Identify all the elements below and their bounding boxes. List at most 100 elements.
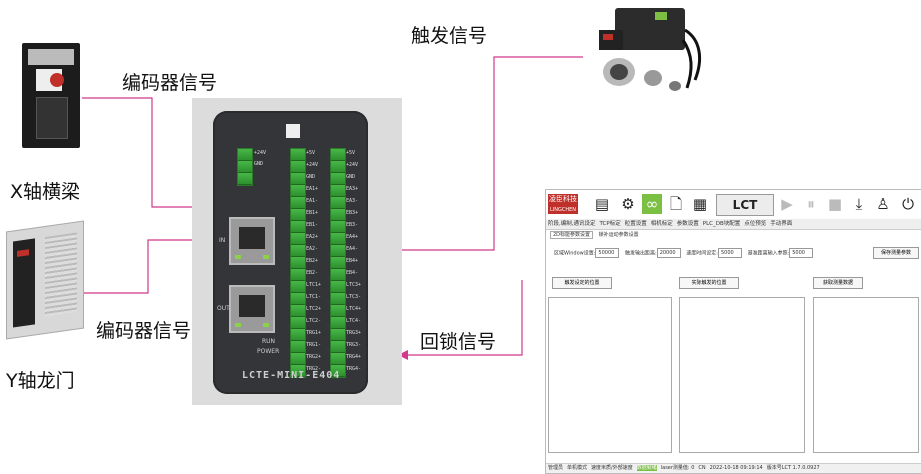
link-icon[interactable]: ∞ xyxy=(642,194,662,214)
device-icon[interactable]: ▦ xyxy=(692,195,708,213)
menu-item[interactable]: 点位预览 xyxy=(744,221,767,227)
power-terminal-block xyxy=(237,148,253,186)
pin-label: EB2+ xyxy=(306,258,319,264)
pin-label: EB1- xyxy=(306,222,319,228)
actual-trigger-position-button[interactable]: 实际触发的位置 xyxy=(679,277,739,289)
pin-label: +24V xyxy=(346,162,359,168)
label-encoder-signal-x: 编码器信号 xyxy=(122,72,218,94)
pin-label: EB4+ xyxy=(346,258,359,264)
terminal-pin xyxy=(331,353,345,365)
pin-label: +24V xyxy=(306,162,319,168)
pin-label: LTC1- xyxy=(306,294,322,300)
pin-label: LTC3- xyxy=(346,294,362,300)
file-icon[interactable]: ▤ xyxy=(594,195,610,213)
io-terminal-right xyxy=(330,148,346,378)
field-speed-time[interactable]: 5000 xyxy=(717,248,742,258)
pin-label: LTC3+ xyxy=(346,282,362,288)
pin-label: TRG1- xyxy=(306,342,322,348)
label-x-axis: X轴横梁 xyxy=(10,181,81,203)
status-item: 版本号LCT 1.7.0.0927 xyxy=(766,465,820,471)
terminal-pin xyxy=(291,305,305,317)
status-item: 管理员 xyxy=(548,465,564,471)
menu-item[interactable]: PLC_DB块配置 xyxy=(702,221,741,227)
laser-sensor-image xyxy=(599,8,702,91)
menu-item[interactable]: TCP标定 xyxy=(599,221,621,227)
terminal-pin xyxy=(291,269,305,281)
stop-icon[interactable]: ■ xyxy=(827,195,843,213)
power-icon[interactable]: ⏻ xyxy=(902,195,914,213)
latch-arrow-head xyxy=(398,350,408,360)
pin-label: EB1+ xyxy=(306,210,319,216)
collapse-icon[interactable]: ⤓ xyxy=(855,195,863,213)
label-latch-signal: 回锁信号 xyxy=(420,331,497,353)
terminal-pin xyxy=(331,365,345,377)
terminal-pin xyxy=(331,317,345,329)
wire-y-encoder xyxy=(84,239,213,294)
run-indicator-label: RUN xyxy=(262,338,276,345)
pin-label: +5V xyxy=(346,150,356,156)
field-window[interactable]: 50000 xyxy=(595,248,620,258)
pin-label: EA3+ xyxy=(346,186,359,192)
terminal-pin xyxy=(331,173,345,185)
menu-item[interactable]: 粒置设置 xyxy=(624,221,647,227)
pin-label: TRG1+ xyxy=(306,330,322,336)
pause-icon[interactable]: ⏸ xyxy=(807,195,815,213)
y-servo-drive-image xyxy=(6,220,84,340)
status-item: 单机模式 xyxy=(567,465,588,471)
ethernet-port-out[interactable] xyxy=(229,285,275,333)
terminal-pin xyxy=(331,161,345,173)
pin-label: EA2+ xyxy=(306,234,319,240)
pin-label: EB3+ xyxy=(346,210,359,216)
terminal-pin xyxy=(331,221,345,233)
brand-name-en: LINGCHEN xyxy=(549,207,577,213)
label-trigger-signal: 触发信号 xyxy=(411,25,488,47)
field-label-speed-time: 速度时间设定: xyxy=(686,250,718,257)
trigger-set-list[interactable] xyxy=(548,297,672,453)
power-pin-label-1: +24V xyxy=(254,150,267,156)
x-servo-drive-image xyxy=(22,43,80,148)
menu-item[interactable]: 阶段,编制,通讯设定 xyxy=(548,221,596,227)
label-y-axis: Y轴龙门 xyxy=(6,370,75,392)
menu-item[interactable]: 参数设置 xyxy=(676,221,699,227)
controller-model-label: LCTE-MINI-E404 xyxy=(242,370,341,381)
io-terminal-left xyxy=(290,148,306,378)
pin-label: TRG3+ xyxy=(346,330,362,336)
pin-label: +5V xyxy=(306,150,316,156)
menu-item[interactable]: 手动界面 xyxy=(770,221,793,227)
terminal-pin xyxy=(291,233,305,245)
pin-label: EA2- xyxy=(306,246,319,252)
pin-label: EA1- xyxy=(306,198,319,204)
field-reference[interactable]: 5000 xyxy=(789,248,814,258)
terminal-pin xyxy=(331,341,345,353)
user-icon[interactable]: ♙ xyxy=(876,195,890,213)
pin-label: TRG3- xyxy=(346,342,362,348)
terminal-pin xyxy=(291,257,305,269)
menu-item[interactable]: 相机标定 xyxy=(650,221,673,227)
terminal-pin xyxy=(331,269,345,281)
save-params-button[interactable]: 保存测量参数 xyxy=(873,247,919,259)
get-measurement-button[interactable]: 获取测量数据 xyxy=(813,277,863,289)
terminal-pin xyxy=(291,209,305,221)
trigger-actual-list[interactable] xyxy=(679,297,805,453)
tab-motion-params[interactable]: 锁补运动参数设置 xyxy=(598,232,639,238)
set-trigger-position-button[interactable]: 触发设定的位置 xyxy=(552,277,612,289)
tab-2d-params[interactable]: 2D标能参数设置 xyxy=(550,231,594,239)
terminal-pin xyxy=(291,365,305,377)
terminal-pin xyxy=(331,209,345,221)
controller-logo-icon xyxy=(286,124,300,138)
gear-icon[interactable]: ⚙ xyxy=(621,195,635,213)
pin-label: LTC1+ xyxy=(306,282,322,288)
ethernet-port-in[interactable] xyxy=(229,217,275,265)
terminal-pin xyxy=(331,305,345,317)
play-icon[interactable]: ▶ xyxy=(781,195,793,213)
field-trigger-distance[interactable]: 20000 xyxy=(656,248,681,258)
new-file-icon[interactable]: 🗋 xyxy=(669,195,683,213)
pin-label: LTC2- xyxy=(306,318,322,324)
lct-label: LCT xyxy=(716,194,774,216)
measurement-list[interactable] xyxy=(813,297,919,453)
